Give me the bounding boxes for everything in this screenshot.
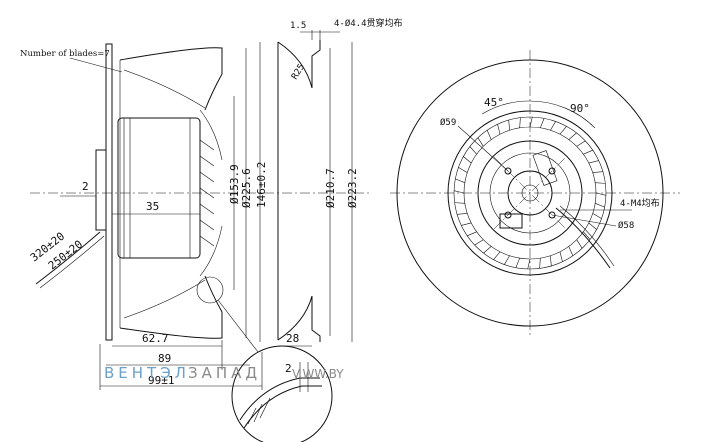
- mount-hole: [504, 211, 512, 219]
- ring-fin: [588, 222, 597, 230]
- dim-146: 146±0.2: [255, 162, 268, 208]
- watermark: ВЕНТЭЛ ЗАПАД V.WW.BY: [104, 364, 344, 382]
- dim-99: 99±1: [148, 374, 175, 387]
- ring-fin: [527, 258, 531, 270]
- ring-fin: [588, 160, 599, 164]
- dim-2: 2: [82, 180, 89, 193]
- ring-fin: [592, 213, 602, 219]
- ring-fin: [576, 140, 586, 147]
- dim-58: Ø58: [618, 220, 634, 231]
- impeller-shroud-top: [119, 47, 223, 111]
- cable-gland: [499, 213, 523, 229]
- angle-45: 45°: [484, 96, 504, 109]
- ring-fin: [461, 222, 472, 226]
- mount-hole: [548, 211, 556, 219]
- ring-fin: [483, 246, 492, 254]
- motor-boss: [95, 149, 107, 231]
- ring-fin: [539, 258, 541, 269]
- mounting-plate: [105, 43, 113, 341]
- ring-fin: [550, 121, 556, 131]
- ring-fins: [453, 116, 607, 270]
- dim-223-2: Ø223.2: [346, 168, 359, 208]
- cable: [35, 231, 101, 285]
- angle-90: 90°: [570, 102, 590, 115]
- dim-35: 35: [146, 200, 159, 213]
- front-cable: [555, 207, 611, 269]
- ring-fin: [540, 118, 545, 128]
- ring-fin: [515, 258, 520, 268]
- dim-28: 28: [286, 332, 299, 345]
- ring-fin: [493, 251, 501, 260]
- dim-r25: R25: [290, 62, 307, 81]
- ring-fin: [455, 178, 465, 183]
- watermark-part2: ЗАПАД: [188, 364, 261, 382]
- ring-fin: [469, 146, 477, 155]
- dim-59: Ø59: [440, 117, 456, 128]
- dim-153-9: Ø153.9: [228, 164, 241, 204]
- vertical-dims: [233, 42, 353, 342]
- dim-holes-top: 4-Ø4.4贯穿均布: [334, 17, 403, 29]
- detail-view: 2: [231, 345, 333, 442]
- horizontal-dims: [60, 30, 340, 390]
- ring-fin: [592, 171, 603, 173]
- ring-fin: [595, 203, 605, 208]
- ring-fin: [519, 117, 521, 128]
- ring-fin: [453, 190, 465, 194]
- ring-fin: [583, 231, 591, 240]
- blade: [123, 279, 206, 319]
- front-view: 45° 90° Ø59 4-M4均布 Ø58: [390, 50, 680, 336]
- holes-m4: 4-M4均布: [620, 197, 660, 209]
- ring-fin: [595, 192, 607, 196]
- ring-fin: [595, 182, 606, 184]
- ring-fin: [508, 120, 510, 131]
- dim-1-5: 1.5: [290, 21, 306, 31]
- ring-fin: [463, 156, 472, 164]
- dim-62-7: 62.7: [142, 332, 169, 345]
- ring-fin: [458, 167, 468, 173]
- ring-fin: [477, 137, 484, 147]
- side-view: Number of blades=7 2 35 62.7 89 99±1 28 …: [20, 17, 403, 390]
- motor-fins: [199, 139, 215, 247]
- ring-fin: [568, 132, 577, 140]
- ring-fin: [504, 255, 510, 265]
- ring-fin: [497, 124, 501, 135]
- ring-fin: [559, 251, 563, 262]
- ring-fin: [529, 116, 533, 128]
- ring-fin: [576, 239, 583, 249]
- detail-circle: [231, 345, 333, 442]
- ring-fin: [583, 149, 593, 155]
- ring-fin: [559, 126, 567, 135]
- ring-fin: [474, 239, 484, 246]
- blade: [123, 69, 206, 109]
- detail-marker: [196, 276, 224, 304]
- ring-fin: [550, 255, 552, 266]
- watermark-domain: V.WW.BY: [292, 367, 344, 381]
- ring-fin: [467, 231, 477, 237]
- mount-hole: [504, 167, 512, 175]
- detail-dim-2: 2: [285, 362, 292, 375]
- blades-note: Number of blades=7: [20, 49, 110, 59]
- ring-fin: [568, 246, 574, 256]
- dim-225-6: Ø225.6: [240, 168, 253, 208]
- impeller-shroud-bottom: [119, 275, 223, 339]
- ring-fin: [486, 130, 492, 140]
- dim-210-7: Ø210.7: [324, 168, 337, 208]
- watermark-part1: ВЕНТЭЛ: [104, 364, 190, 382]
- label-plate: [532, 150, 558, 186]
- mount-hole: [548, 167, 556, 175]
- ring-fin: [454, 202, 465, 204]
- dim-89: 89: [158, 352, 171, 365]
- ring-fin: [457, 213, 468, 215]
